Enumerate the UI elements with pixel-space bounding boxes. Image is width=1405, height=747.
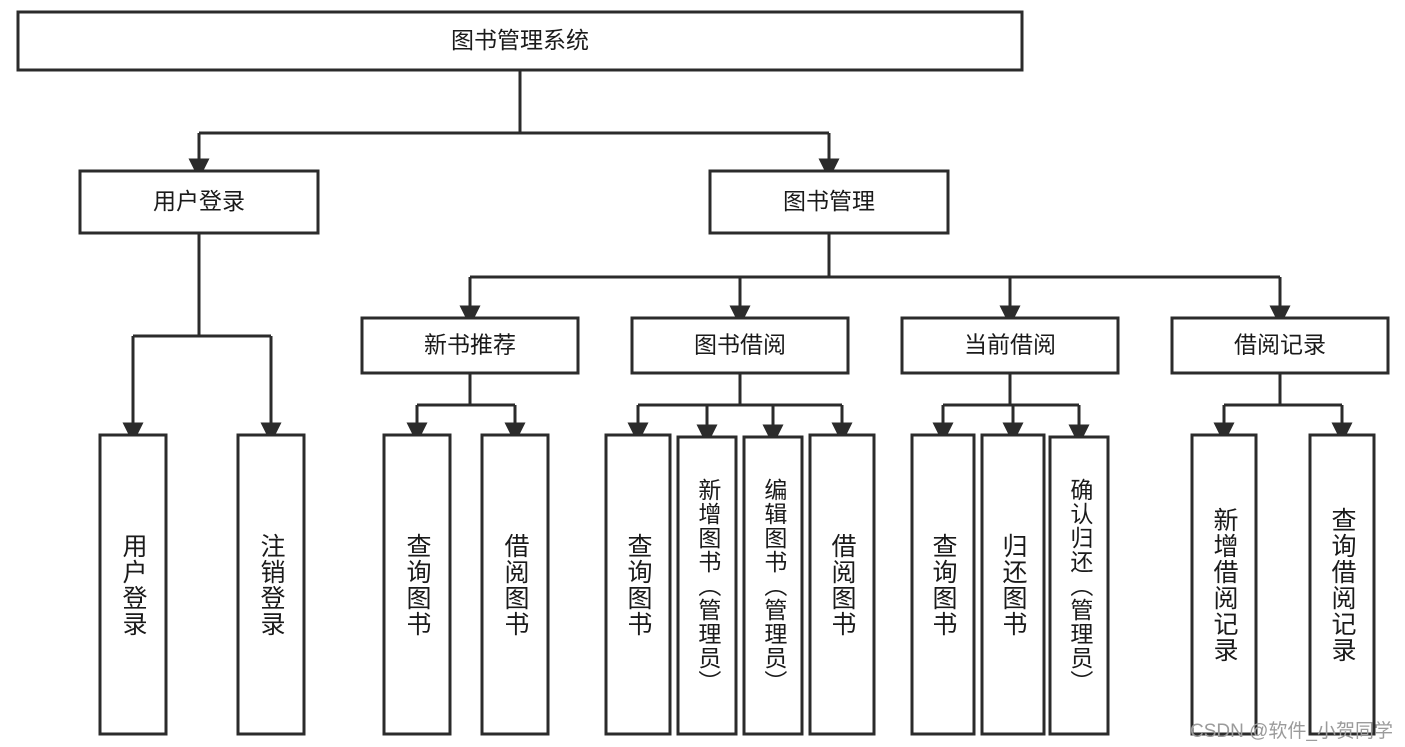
node-box-leaf-confirm-return-admin[interactable] — [1048, 435, 1110, 736]
node-user-login[interactable]: 用户登录 — [78, 169, 320, 235]
node-root[interactable]: 图书管理系统 — [16, 10, 1024, 72]
node-box-book-management[interactable] — [708, 169, 950, 235]
node-leaf-query-borrow-record[interactable] — [1308, 433, 1376, 736]
node-box-leaf-query-book-borrow[interactable] — [604, 433, 672, 736]
node-box-user-login[interactable] — [78, 169, 320, 235]
node-box-leaf-query-book-recommend[interactable] — [382, 433, 452, 736]
node-leaf-user-login[interactable] — [98, 433, 168, 736]
node-leaf-borrow-book-borrow[interactable] — [808, 433, 876, 736]
node-label-user-login: 用户登录 — [153, 188, 245, 214]
node-box-current-borrow[interactable] — [900, 316, 1120, 375]
node-borrow-record[interactable]: 借阅记录 — [1170, 316, 1390, 375]
node-label-current-borrow: 当前借阅 — [964, 332, 1056, 358]
node-leaf-logout[interactable] — [236, 433, 306, 736]
node-leaf-query-book-current[interactable] — [910, 433, 976, 736]
node-box-leaf-borrow-book-borrow[interactable] — [808, 433, 876, 736]
node-box-leaf-edit-book-admin[interactable] — [742, 435, 804, 736]
node-current-borrow[interactable]: 当前借阅 — [900, 316, 1120, 375]
watermark-text: CSDN @软件_小贺同学 — [1190, 721, 1393, 742]
node-leaf-confirm-return-admin[interactable] — [1048, 435, 1110, 736]
node-box-leaf-return-book[interactable] — [980, 433, 1046, 736]
node-leaf-add-book-admin[interactable] — [676, 435, 738, 736]
node-label-borrow-record: 借阅记录 — [1234, 332, 1326, 358]
node-book-management[interactable]: 图书管理 — [708, 169, 950, 235]
node-label-book-borrow: 图书借阅 — [694, 332, 786, 358]
edges-layer — [122, 70, 1353, 446]
node-box-leaf-add-book-admin[interactable] — [676, 435, 738, 736]
node-box-borrow-record[interactable] — [1170, 316, 1390, 375]
node-book-borrow[interactable]: 图书借阅 — [630, 316, 850, 375]
node-box-leaf-query-borrow-record[interactable] — [1308, 433, 1376, 736]
node-box-leaf-logout[interactable] — [236, 433, 306, 736]
node-leaf-query-book-recommend[interactable] — [382, 433, 452, 736]
node-box-leaf-borrow-book-recommend[interactable] — [480, 433, 550, 736]
node-label-book-management: 图书管理 — [783, 188, 875, 214]
node-label-root: 图书管理系统 — [451, 27, 589, 53]
node-box-leaf-query-book-current[interactable] — [910, 433, 976, 736]
node-box-new-book-recommend[interactable] — [360, 316, 580, 375]
node-label-new-book-recommend: 新书推荐 — [424, 332, 516, 358]
node-box-leaf-add-borrow-record[interactable] — [1190, 433, 1258, 736]
node-box-root[interactable] — [16, 10, 1024, 72]
node-new-book-recommend[interactable]: 新书推荐 — [360, 316, 580, 375]
node-leaf-edit-book-admin[interactable] — [742, 435, 804, 736]
node-leaf-return-book[interactable] — [980, 433, 1046, 736]
node-box-book-borrow[interactable] — [630, 316, 850, 375]
node-leaf-query-book-borrow[interactable] — [604, 433, 672, 736]
node-box-leaf-user-login[interactable] — [98, 433, 168, 736]
node-leaf-borrow-book-recommend[interactable] — [480, 433, 550, 736]
node-leaf-add-borrow-record[interactable] — [1190, 433, 1258, 736]
